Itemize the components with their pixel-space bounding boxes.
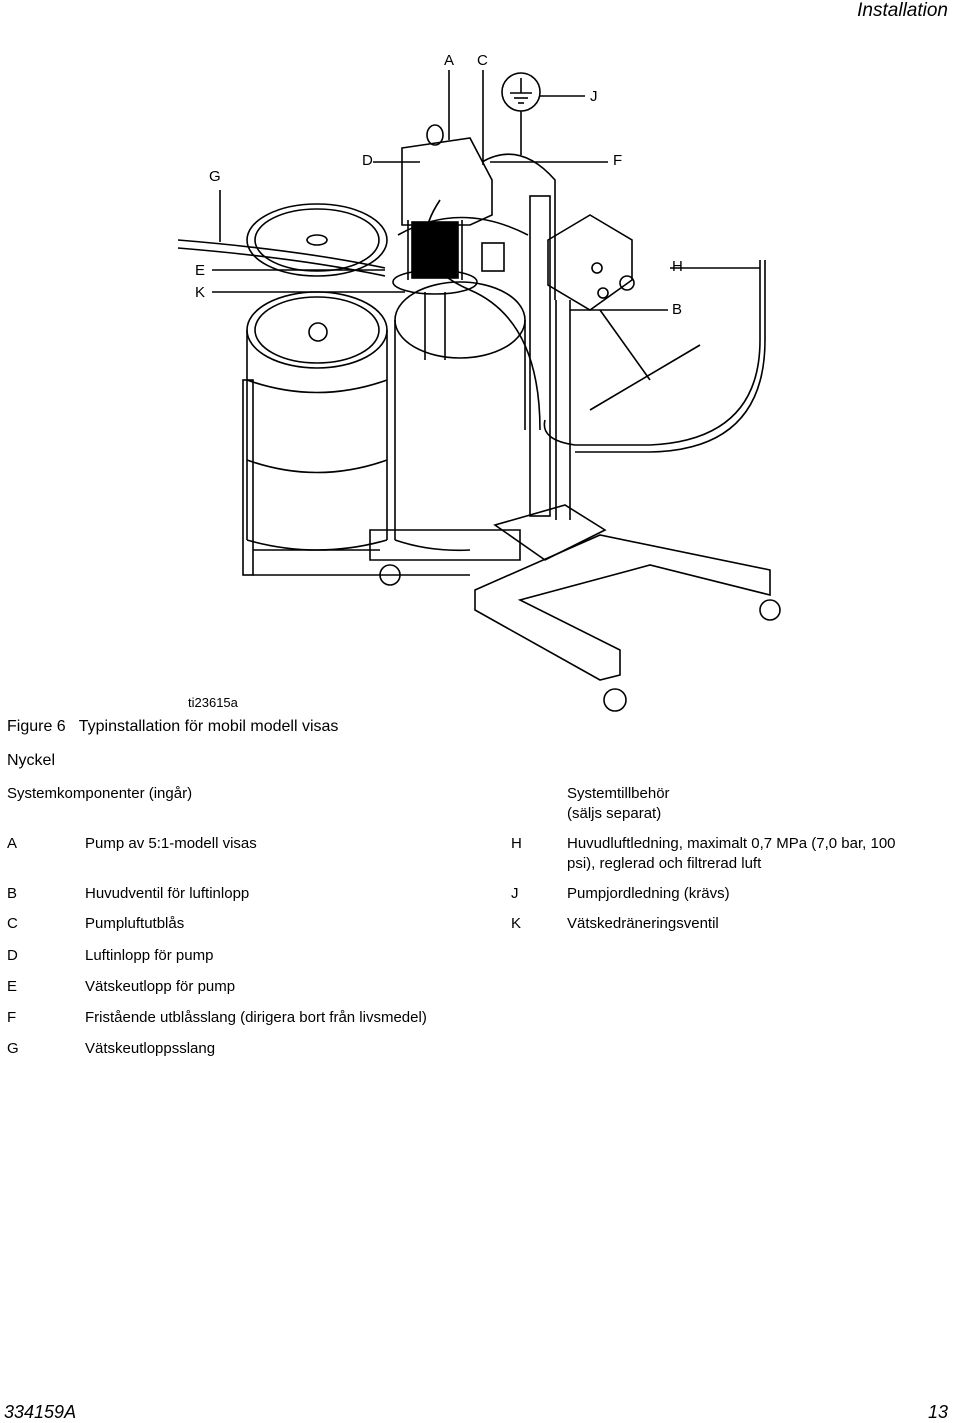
cart-mast	[493, 195, 607, 561]
callout-a: A	[444, 52, 455, 69]
key-text: Huvudluftledning, maximalt 0,7 MPa (7,0 …	[567, 835, 896, 852]
key-letter: J	[511, 885, 519, 902]
callout-f: F	[613, 152, 623, 169]
ground-symbol-icon	[501, 72, 585, 155]
key-text: Vätskeutloppsslang	[85, 1040, 216, 1057]
key-text: Huvudventil för luftinlopp	[85, 885, 250, 902]
key-letter: G	[7, 1040, 19, 1057]
key-letter: F	[7, 1009, 17, 1026]
key-right-heading-2: (säljs separat)	[567, 805, 662, 822]
callout-e: E	[195, 262, 206, 279]
pump-motor	[392, 124, 505, 360]
drum-front-left	[246, 291, 388, 551]
doc-number: 334159A	[4, 1402, 77, 1422]
key-text: Vätskedräneringsventil	[567, 915, 719, 932]
cart-base	[369, 529, 771, 681]
key-text: Pumpjordledning (krävs)	[567, 885, 730, 902]
key-text: Luftinlopp för pump	[85, 947, 214, 964]
key-letter: H	[511, 835, 522, 852]
key-letter: A	[7, 835, 18, 852]
key-text: Pumpluftutblås	[85, 915, 185, 932]
installation-illustration	[177, 70, 781, 712]
key-letter: E	[7, 978, 18, 995]
callout-d: D	[362, 152, 373, 169]
key-letter: B	[7, 885, 18, 902]
section-header: Installation	[857, 0, 948, 21]
drum-back-left	[246, 203, 388, 277]
key-title: Nyckel	[7, 752, 56, 769]
caption-number: Figure 6	[7, 718, 66, 735]
key-text: Vätskeutlopp för pump	[85, 978, 236, 995]
callout-c: C	[477, 52, 488, 69]
callout-j: J	[590, 88, 598, 105]
key-right-heading-1: Systemtillbehör	[567, 785, 670, 802]
page-number: 13	[927, 1402, 948, 1422]
key-letter: K	[511, 915, 522, 932]
callout-b: B	[672, 301, 683, 318]
drum-front-right	[394, 281, 526, 552]
caption-text: Typinstallation för mobil modell visas	[78, 718, 339, 735]
key-text: Pump av 5:1-modell visas	[85, 835, 257, 852]
key-text: Fristående utblåsslang (dirigera bort fr…	[85, 1009, 427, 1026]
key-letter: C	[7, 915, 18, 932]
callout-k: K	[195, 284, 206, 301]
key-text-continued: psi), reglerad och filtrerad luft	[567, 855, 762, 872]
callout-h: H	[672, 258, 683, 275]
figure-caption: Figure 6 Typinstallation för mobil model…	[7, 718, 338, 736]
image-id: ti23615a	[188, 695, 238, 710]
callout-g: G	[209, 168, 221, 185]
key-letter: D	[7, 947, 18, 964]
control-panel	[547, 214, 635, 311]
key-left-heading: Systemkomponenter (ingår)	[7, 785, 193, 802]
